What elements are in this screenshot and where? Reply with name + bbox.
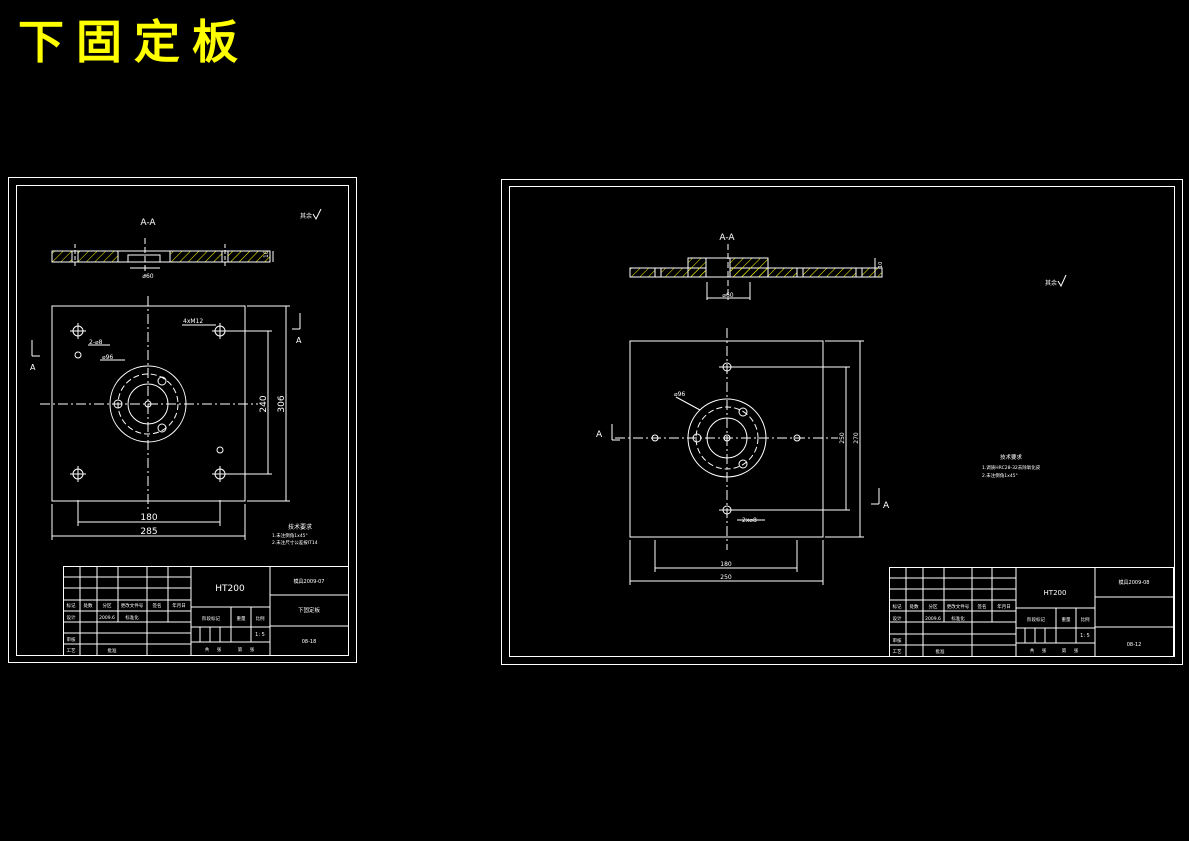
- sheet-1-tb-approve: 批准: [108, 647, 117, 654]
- sheet-1: A-A ⌀60 10 其余: [8, 177, 357, 663]
- sheet-1-tb-label-sign: 签名: [153, 602, 162, 609]
- sheet-2-notes-title: 技术要求: [1000, 453, 1023, 461]
- sheet-2-plan-view: [611, 328, 880, 585]
- sheet-2-tb-material: HT200: [1044, 589, 1067, 597]
- sheet-1-section-mark-right: A: [296, 336, 302, 345]
- sheet-2-note-1: 1.调质HRC28-32去除氧化皮: [982, 464, 1041, 471]
- sheet-2-tb-label-sign: 签名: [978, 603, 987, 610]
- sheet-1-tb-sheet-3: 第: [238, 646, 243, 653]
- sheet-2-section-mark-left: A: [596, 430, 603, 440]
- sheet-2-roughness-icon: [1057, 274, 1067, 288]
- sheet-1-section-view: [51, 238, 274, 276]
- sheet-1-dim-240: 240: [259, 395, 269, 412]
- sheet-1-title-block: [63, 566, 349, 656]
- sheet-2-tb-standard: 标准化: [951, 615, 965, 622]
- sheet-1-tb-scale: 1: 5: [255, 632, 265, 638]
- sheet-2-tb-date: 2009.6: [925, 616, 941, 622]
- sheet-2-tb-label-count: 处数: [910, 603, 919, 610]
- sheet-1-tb-stage-label: 阶段标记: [202, 615, 220, 622]
- sheet-2-tb-code: 模具2009-08: [1119, 579, 1150, 586]
- sheet-2-tb-review: 审核: [893, 637, 902, 644]
- sheet-2-tb-scale-label: 比例: [1081, 616, 1090, 623]
- sheet-2-tb-label-mark: 标记: [893, 603, 902, 610]
- sheet-1-tb-name: 下固定板: [298, 606, 321, 614]
- sheet-1-tb-scale-label: 比例: [256, 615, 265, 622]
- sheet-1-tb-code: 模具2009-07: [294, 578, 325, 585]
- sheet-2-tb-sheet-2: 张: [1042, 647, 1047, 654]
- sheet-1-note-2: 2.未注尺寸公差按IT14: [272, 539, 318, 546]
- sheet-1-dim-thickness: 10: [263, 250, 270, 258]
- sheet-1-tb-standard: 标准化: [125, 614, 139, 621]
- sheet-1-tb-process: 工艺: [67, 648, 76, 654]
- sheet-2-tb-sheet-1: 共: [1030, 647, 1035, 654]
- sheet-2-dim-height-2: 270: [853, 432, 860, 444]
- sheet-2-tb-approve: 批准: [936, 648, 945, 655]
- sheet-1-outer-border: [8, 177, 357, 663]
- sheet-1-note-1: 1.未注倒角1x45°: [272, 532, 308, 539]
- sheet-1-tb-weight-label: 重量: [237, 615, 246, 622]
- sheet-2-dim-thickness: 10: [878, 262, 884, 268]
- sheet-1-tb-number: 08-18: [302, 639, 317, 645]
- sheet-2-tb-sheet-3: 第: [1062, 647, 1067, 654]
- sheet-2-tb-weight-label: 重量: [1062, 616, 1071, 623]
- sheet-1-tb-sheet-2: 张: [217, 646, 222, 653]
- sheet-2-section-view: [629, 244, 883, 300]
- sheet-1-tb-label-mark: 标记: [67, 602, 76, 609]
- sheet-1-dim-306: 306: [277, 395, 287, 412]
- sheet-1-section-label: A-A: [140, 218, 156, 228]
- sheet-2-dim-d60: ⌀60: [722, 292, 733, 299]
- sheet-1-plan-view: [31, 296, 301, 540]
- sheet-1-tb-label-count: 处数: [84, 602, 93, 609]
- sheet-1-tb-date: 2009.6: [99, 615, 115, 621]
- sheet-2-tb-process: 工艺: [893, 649, 902, 655]
- sheet-1-dim-180: 180: [140, 513, 157, 523]
- sheet-1-tb-sheet-1: 共: [205, 646, 210, 653]
- sheet-1-dim-285: 285: [140, 527, 157, 537]
- sheet-2: A-A ⌀60 10 其余: [501, 179, 1183, 665]
- sheet-1-dim-4-m12: 4xM12: [183, 318, 203, 325]
- sheet-2-dim-height-1: 250: [839, 432, 846, 444]
- sheet-2-tb-sheet-4: 张: [1074, 647, 1079, 654]
- sheet-2-section-label: A-A: [719, 233, 735, 243]
- sheet-2-tb-design: 设计: [893, 615, 902, 622]
- sheet-1-dim-2-holes: 2-⌀8: [89, 339, 103, 346]
- sheet-2-title-block: [889, 567, 1174, 657]
- sheet-2-tb-number: 08-12: [1127, 642, 1142, 648]
- sheet-2-note-2: 2.未注倒角1x45°: [982, 472, 1018, 479]
- sheet-2-roughness: 其余: [1045, 279, 1057, 287]
- sheet-1-tb-label-date: 年月日: [172, 602, 186, 609]
- sheet-1-tb-material: HT200: [215, 584, 245, 594]
- page-title: 下固定板: [18, 15, 250, 69]
- sheet-2-inner-border: [509, 186, 1175, 657]
- sheet-2-tb-scale: 1: 5: [1080, 633, 1090, 639]
- sheet-2-dim-250: 250: [720, 574, 732, 581]
- sheet-2-dim-d96: ⌀96: [674, 391, 685, 398]
- sheet-1-roughness: 其余: [300, 212, 312, 220]
- sheet-1-roughness-icon: [312, 208, 322, 221]
- sheet-1-dim-d60: ⌀60: [142, 273, 153, 280]
- sheet-2-outer-border: [501, 179, 1183, 665]
- sheet-1-section-mark-left: A: [30, 363, 36, 372]
- sheet-2-dim-180: 180: [720, 561, 732, 568]
- sheet-1-tb-label-docno: 更改文件号: [121, 602, 144, 609]
- sheet-1-tb-design: 设计: [67, 614, 76, 621]
- sheet-2-tb-label-zone: 分区: [929, 603, 938, 610]
- sheet-2-dim-2-holes: 2x⌀8: [742, 517, 757, 524]
- sheet-1-notes-title: 技术要求: [288, 523, 312, 531]
- sheet-2-section-mark-right: A: [883, 501, 890, 511]
- sheet-2-tb-label-docno: 更改文件号: [947, 603, 970, 610]
- sheet-1-tb-review: 审核: [67, 636, 76, 643]
- sheet-1-tb-label-zone: 分区: [103, 602, 112, 609]
- sheet-2-tb-label-date: 年月日: [997, 603, 1011, 610]
- sheet-2-tb-stage-label: 阶段标记: [1027, 616, 1045, 623]
- sheet-1-tb-sheet-4: 张: [250, 646, 255, 653]
- sheet-1-dim-d96: ⌀96: [102, 354, 113, 361]
